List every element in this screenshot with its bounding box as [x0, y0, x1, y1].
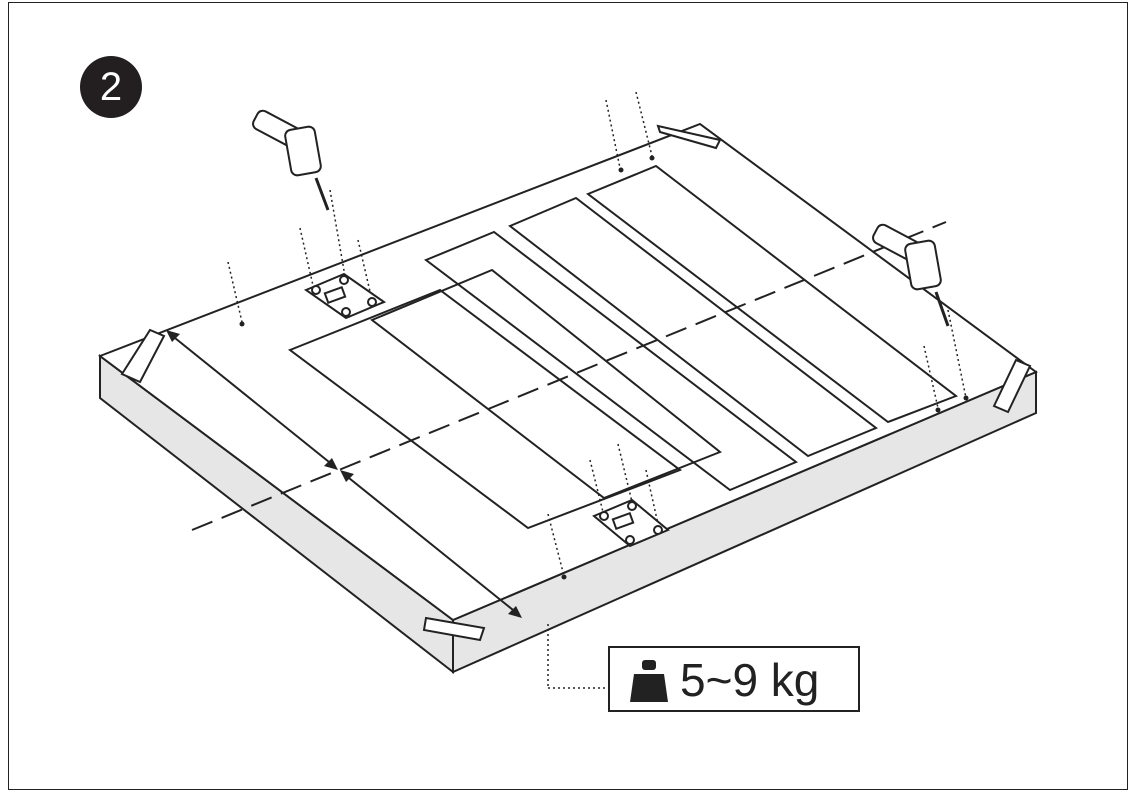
panel-rectangle: [586, 164, 959, 424]
drill-guides: [227, 91, 967, 689]
arrow-head: [324, 458, 338, 470]
panel-rectangle: [370, 268, 722, 500]
panel-top-face: [97, 122, 1039, 622]
screw-holes: [239, 155, 969, 580]
weight-icon: [630, 660, 668, 702]
arrow-head: [508, 606, 522, 618]
weight-label-box: 5~9 kg: [608, 646, 860, 712]
corner-protector: [992, 358, 1032, 414]
arrow-head: [166, 330, 180, 342]
drill-icon: [252, 109, 330, 211]
center-line: [191, 221, 947, 531]
mounting-bracket-icon: [592, 498, 670, 548]
panel-rectangle: [424, 230, 798, 492]
measure-line-lower: [343, 473, 519, 615]
diagram-frame: [8, 2, 1128, 790]
step-number-badge: 2: [80, 56, 142, 118]
arrow-head: [340, 470, 354, 482]
drill-icon: [872, 223, 950, 327]
corner-protector: [422, 616, 486, 642]
corner-protector: [120, 328, 166, 384]
panel-rectangle: [287, 288, 683, 530]
panel-rectangle: [508, 196, 878, 458]
corner-protector: [656, 124, 722, 150]
measure-line-upper: [169, 333, 335, 467]
weight-value: 5~9 kg: [680, 654, 820, 706]
mounting-bracket-icon: [303, 272, 387, 320]
